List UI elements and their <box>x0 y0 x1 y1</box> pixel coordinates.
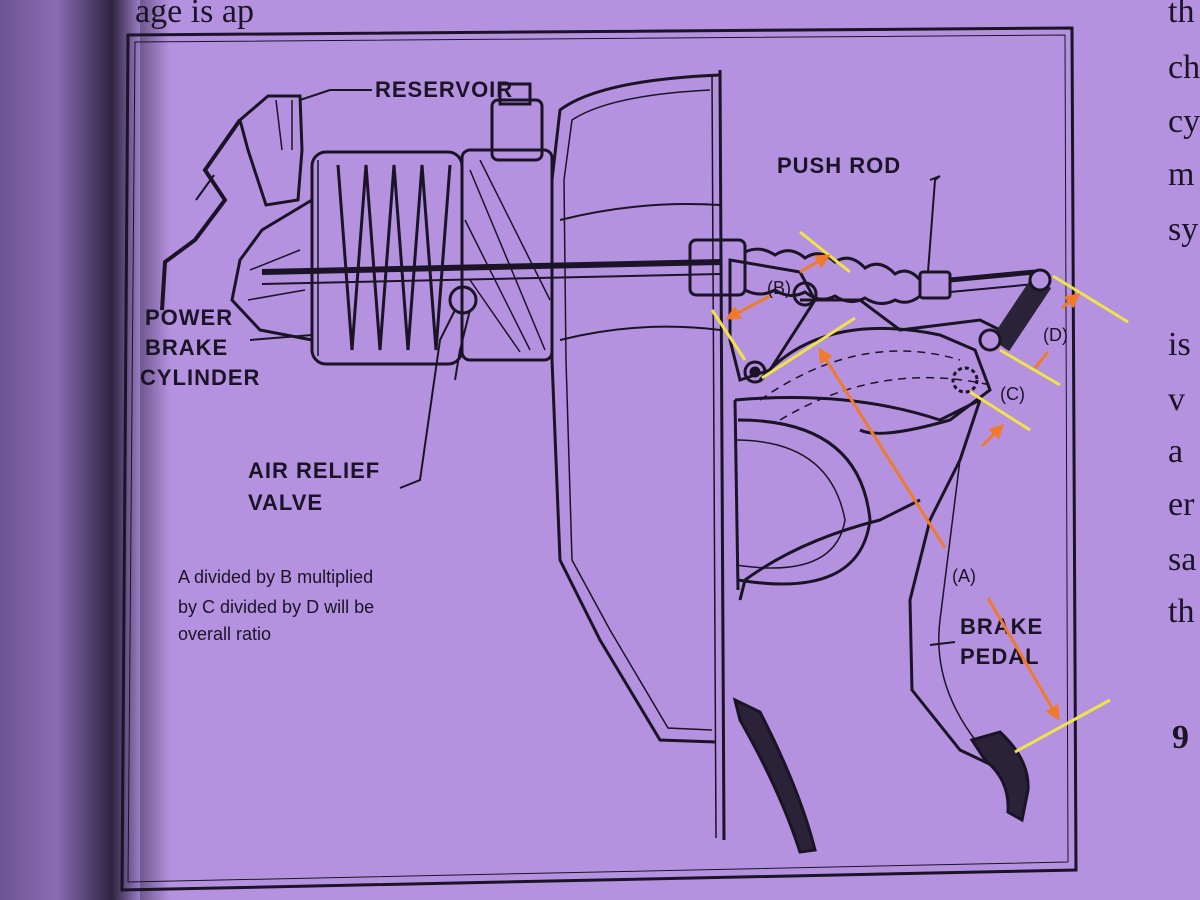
arrow-d <box>1033 295 1078 369</box>
lever-linkage <box>728 258 1052 435</box>
brake-pedal-label-1: BRAKE <box>960 614 1043 639</box>
push-rod-label: PUSH ROD <box>777 153 901 178</box>
power-brake-cylinder <box>160 82 721 381</box>
figure-frame-inner <box>127 34 1069 883</box>
arrow-b-left <box>725 294 771 320</box>
spine-shadow <box>140 0 170 900</box>
right-fragment-9: er <box>1168 486 1195 523</box>
ratio-note-line-3: overall ratio <box>178 624 271 644</box>
firewall <box>550 69 726 841</box>
arrow-a-upper <box>818 347 947 549</box>
air-relief-label: AIR RELIEF <box>248 458 380 483</box>
header-text: age is ap <box>135 0 254 30</box>
book-spine <box>0 0 140 900</box>
right-fragment-6: is <box>1168 326 1191 363</box>
valve-label: VALVE <box>248 490 323 515</box>
label-a: (A) <box>952 566 976 586</box>
right-fragment-8: a <box>1168 433 1183 470</box>
reservoir-label: RESERVOIR <box>375 77 513 102</box>
figure-frame <box>120 26 1078 892</box>
right-fragment-1: th <box>1168 0 1194 30</box>
brake-pedal <box>732 396 1030 854</box>
right-fragment-2: ch <box>1168 49 1200 86</box>
right-fragment-10: sa <box>1168 541 1196 578</box>
right-fragment-4: m <box>1168 156 1194 193</box>
right-fragment-11: th <box>1168 593 1194 630</box>
ratio-note-line-1: A divided by B multiplied <box>178 567 373 587</box>
arrow-a-lower <box>986 597 1060 721</box>
brake-label: BRAKE <box>145 335 228 360</box>
right-fragment-3: cy <box>1168 103 1200 140</box>
push-rod <box>688 175 1036 305</box>
label-d: (D) <box>1043 325 1068 345</box>
cylinder-label: CYLINDER <box>140 365 260 390</box>
power-label: POWER <box>145 305 233 330</box>
label-b: (B) <box>767 278 791 298</box>
measurement-arrows <box>725 254 1078 721</box>
arrow-b-right <box>799 254 831 274</box>
diagram-labels: RESERVOIR PUSH ROD POWER BRAKE CYLINDER … <box>140 77 1043 669</box>
ratio-note-line-2: by C divided by D will be <box>178 597 374 617</box>
right-fragment-5: sy <box>1168 211 1198 248</box>
right-column-text: th ch cy m sy is v a er sa th 9 <box>1168 0 1200 756</box>
right-fragment-12: 9 <box>1172 719 1189 756</box>
right-fragment-7: v <box>1168 381 1185 418</box>
label-c: (C) <box>1000 384 1025 404</box>
annotation-labels: (A) (B) (C) (D) A divided by B multiplie… <box>178 278 1068 644</box>
arrow-c <box>980 423 1005 448</box>
